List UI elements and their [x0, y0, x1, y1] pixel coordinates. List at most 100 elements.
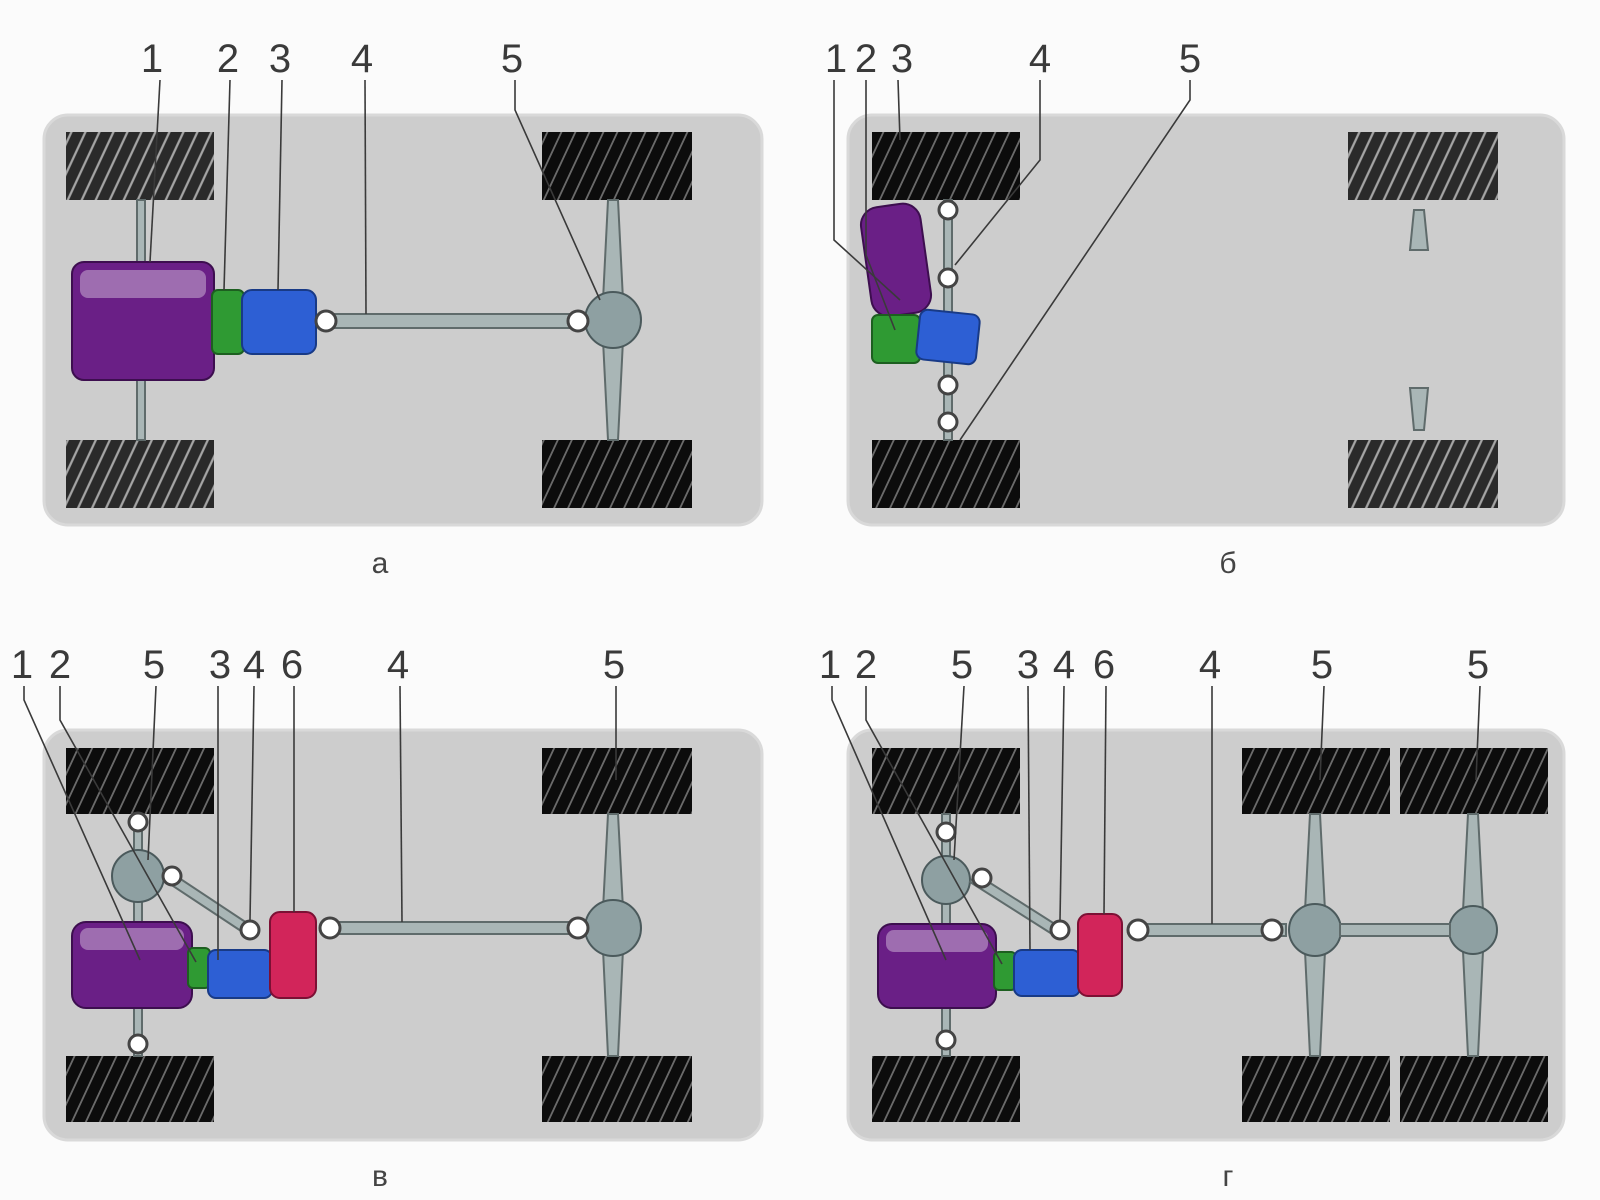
cv-joint [937, 411, 959, 433]
callout-5: 5 [501, 37, 523, 81]
callout-2: 2 [49, 643, 71, 687]
u-joint [1126, 918, 1150, 942]
callout-3: 3 [209, 643, 231, 687]
rear-axle-hub [584, 291, 642, 349]
u-joint [239, 919, 261, 941]
cv-joint [937, 374, 959, 396]
leader-line [249, 685, 255, 921]
rear-left-tire [1400, 748, 1548, 814]
gearbox [1013, 949, 1081, 997]
callout-4: 4 [351, 37, 373, 81]
callout-5: 5 [1179, 37, 1201, 81]
front-right-tire [872, 1056, 1020, 1122]
leader-line [831, 686, 947, 961]
clutch [993, 951, 1017, 991]
front-left-tire [872, 748, 1020, 814]
leader-line [147, 685, 157, 861]
callout-3: 3 [269, 37, 291, 81]
leader-line [399, 685, 403, 923]
u-joint [127, 1033, 149, 1055]
leader-line [149, 79, 161, 263]
leader-line [364, 79, 367, 315]
u-joint [1049, 919, 1071, 941]
rear-left-tire [542, 748, 692, 814]
u-joint [566, 309, 590, 333]
rear-axle-hub [1448, 905, 1498, 955]
u-joint [935, 821, 957, 843]
leader-line [897, 79, 901, 141]
gearbox [241, 289, 317, 355]
leader-line [59, 686, 197, 963]
rear-stub [1408, 387, 1430, 431]
rear-left-tire [542, 132, 692, 200]
panel-c: 1 2 5 3 4 6 4 5 в [11, 643, 764, 1193]
callout-1: 1 [11, 643, 33, 687]
leader-line [1027, 685, 1031, 951]
rear-right-tire [542, 1056, 692, 1122]
u-joint [1260, 918, 1284, 942]
callout-1: 1 [141, 37, 163, 81]
callout-4: 4 [1053, 643, 1075, 687]
caption-d: г [1223, 1160, 1234, 1193]
rear-right-tire [1348, 440, 1498, 508]
leader-line [1103, 685, 1107, 915]
callout-6: 6 [1093, 643, 1115, 687]
chassis [846, 113, 1566, 527]
rear-right-tire [542, 440, 692, 508]
callout-5: 5 [143, 643, 165, 687]
callout-5: 5 [1311, 643, 1333, 687]
u-joint [127, 811, 149, 833]
callout-1: 1 [825, 37, 847, 81]
leader-line [959, 80, 1191, 441]
leader-line [954, 80, 1041, 266]
u-joint [314, 309, 338, 333]
callout-2: 2 [855, 643, 877, 687]
driveshaft [325, 313, 577, 329]
panel-b: 1 2 3 4 5 б [825, 37, 1566, 580]
front-right-tire [872, 440, 1020, 508]
u-joint [318, 916, 342, 940]
u-joint [971, 867, 993, 889]
callout-4: 4 [243, 643, 265, 687]
caption-c: в [372, 1160, 388, 1193]
rear-left-tire [1348, 132, 1498, 200]
driveshaft [329, 921, 577, 935]
leader-line [1475, 685, 1481, 781]
middle-left-tire [1242, 748, 1390, 814]
rear-right-tire [1400, 1056, 1548, 1122]
callout-4: 4 [1029, 37, 1051, 81]
callout-5: 5 [951, 643, 973, 687]
gearbox [915, 308, 981, 366]
callout-3: 3 [891, 37, 913, 81]
leader-line [223, 79, 231, 291]
rear-axle-hub [584, 899, 642, 957]
callout-3: 3 [1017, 643, 1039, 687]
leader-line [23, 686, 141, 961]
interaxle-shaft [1339, 923, 1451, 937]
clutch [211, 289, 245, 355]
callout-4: 4 [387, 643, 409, 687]
transfer-case [1077, 913, 1123, 997]
caption-a: а [372, 547, 389, 580]
leader-line [514, 80, 601, 301]
callout-5: 5 [603, 643, 625, 687]
panel-d: 1 2 5 3 4 6 4 5 5 г [819, 643, 1566, 1193]
front-left-tire [66, 748, 214, 814]
front-left-tire [872, 132, 1020, 200]
leader-line [953, 685, 965, 861]
u-joint [935, 1029, 957, 1051]
front-right-tire [66, 1056, 214, 1122]
front-axle-hub [921, 855, 971, 905]
transfer-case [269, 911, 317, 999]
callout-1: 1 [819, 643, 841, 687]
panel-a: 1 2 3 4 5 а [42, 37, 764, 580]
u-joint [161, 865, 183, 887]
leader-line [833, 80, 901, 301]
cv-joint [937, 199, 959, 221]
cv-joint [937, 267, 959, 289]
callout-5: 5 [1467, 643, 1489, 687]
callout-6: 6 [281, 643, 303, 687]
middle-right-tire [1242, 1056, 1390, 1122]
caption-b: б [1219, 547, 1236, 580]
